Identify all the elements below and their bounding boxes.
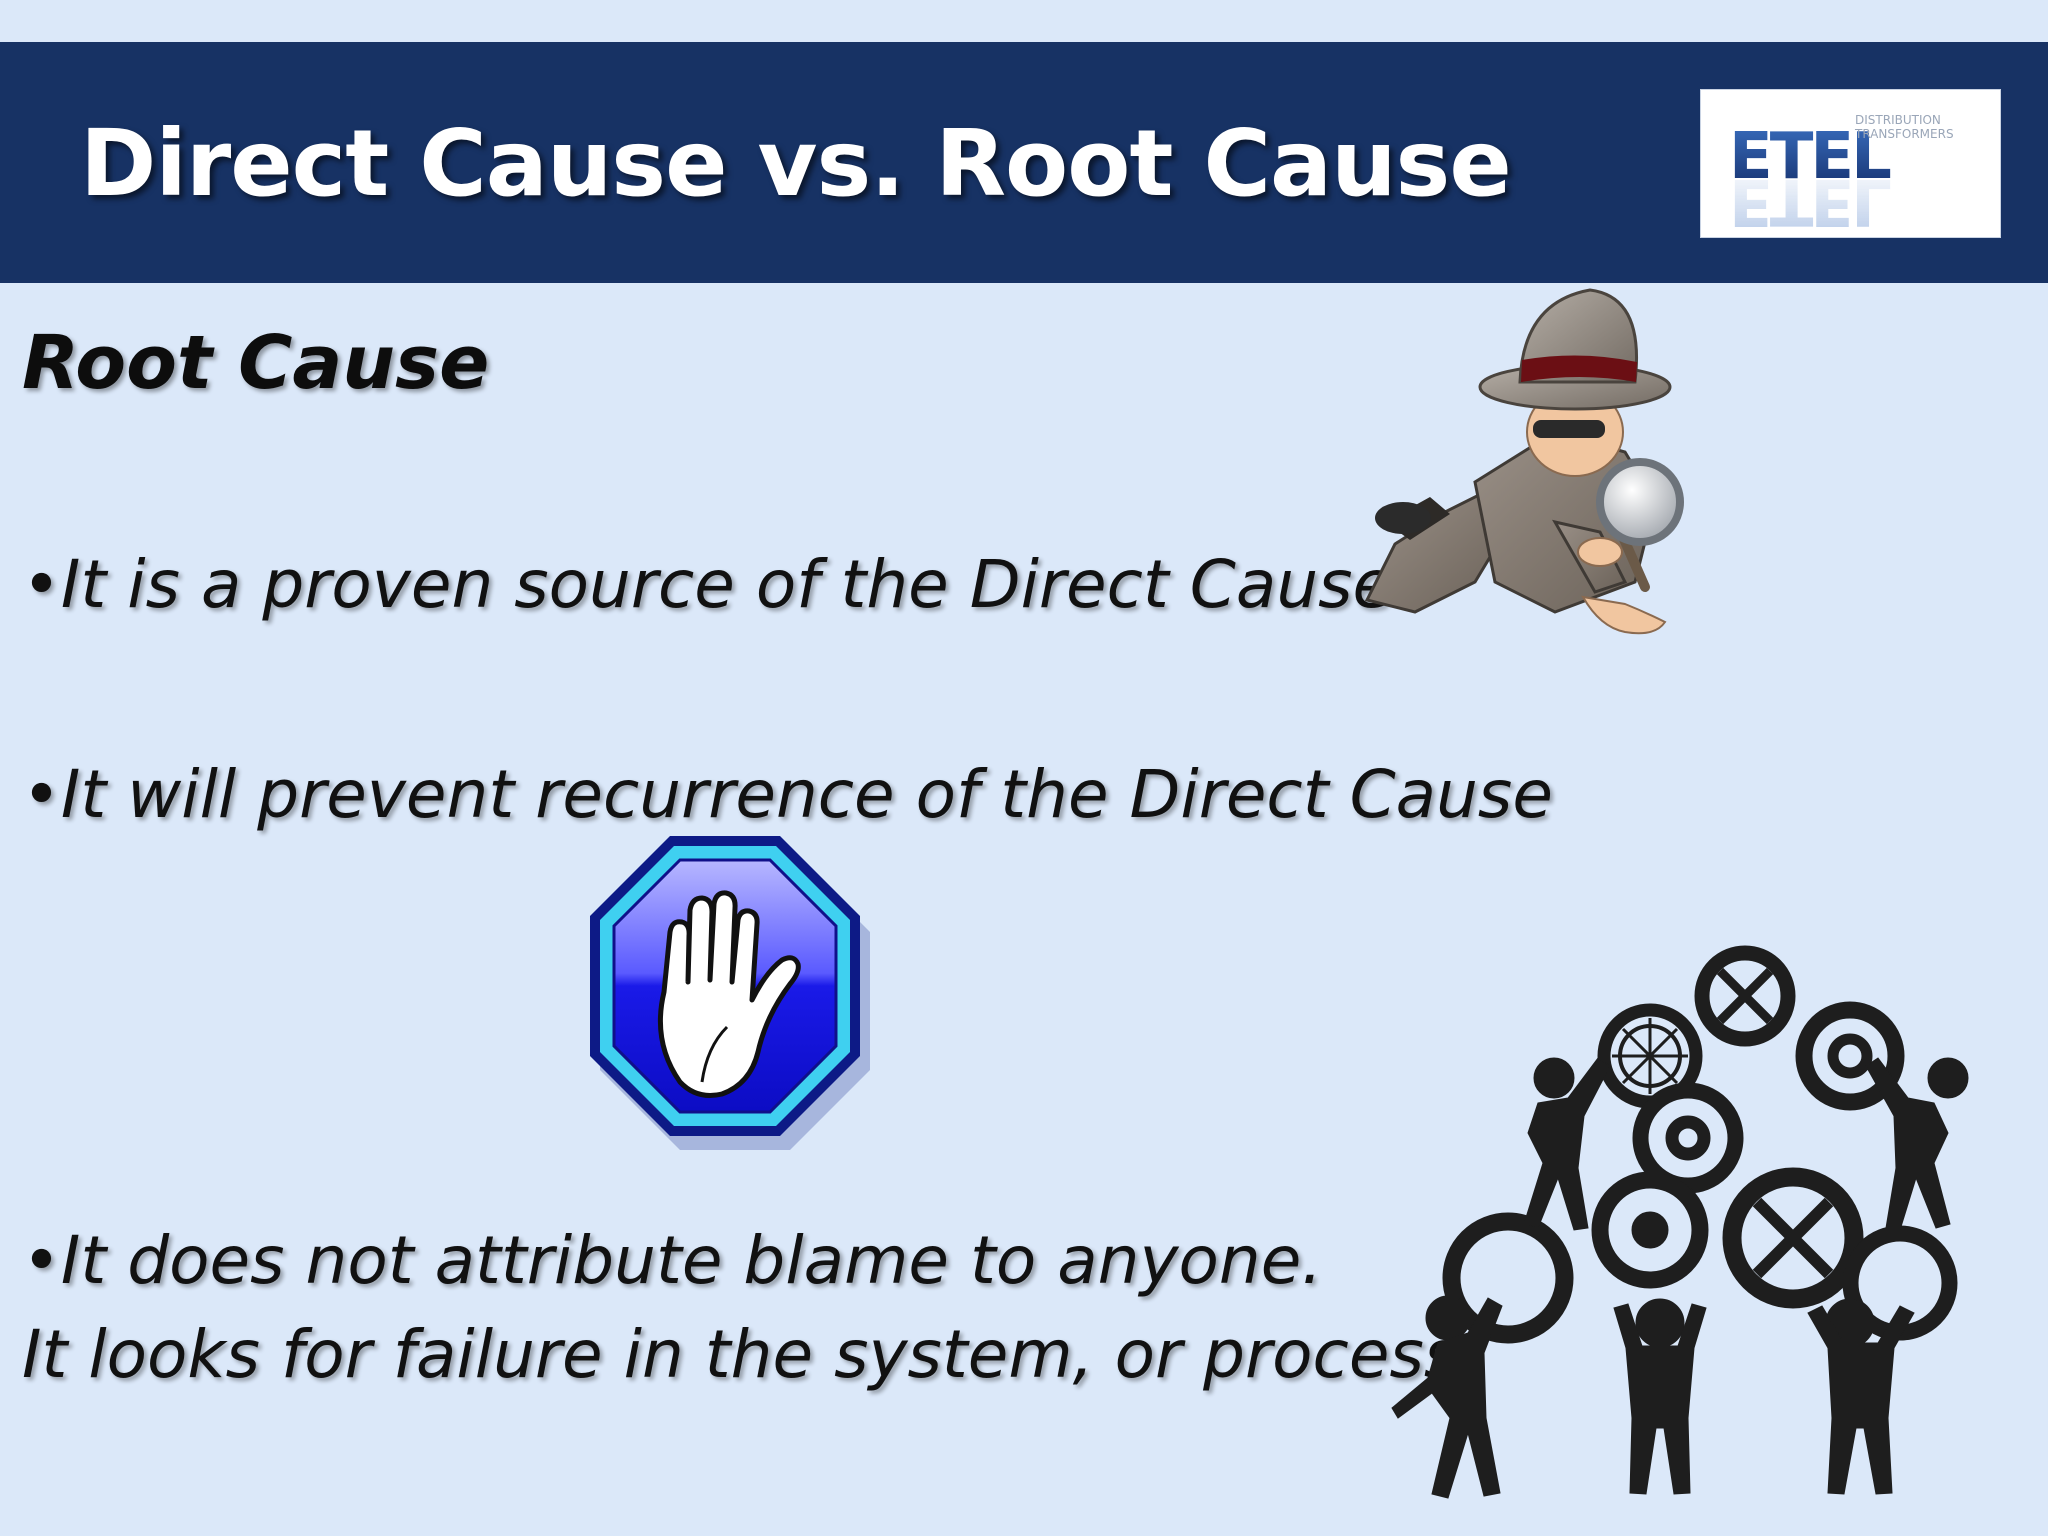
logo-tagline-1: DISTRIBUTION [1855,113,1941,127]
stop-hand-sign-icon [590,836,870,1150]
bullet-1: •It is a proven source of the Direct Cau… [22,546,1394,623]
logo-reflection: ETEL [1729,164,1891,237]
logo-wordmark: ETEL [1729,120,1891,194]
detective-with-magnifying-glass-icon [1364,288,1684,635]
bullet-2: •It will prevent recurrence of the Direc… [22,756,1553,833]
logo-tagline-2: TRANSFORMERS [1854,127,1954,141]
section-heading: Root Cause [22,320,490,406]
etel-logo: ETEL ETEL DISTRIBUTION TRANSFORMERS [1700,89,2001,238]
people-holding-gears-icon [1391,945,1969,1499]
bullet-3: •It does not attribute blame to anyone. [22,1222,1323,1299]
bullet-3-continuation: It looks for failure in the system, or p… [22,1316,1480,1393]
slide-title: Direct Cause vs. Root Cause [80,110,1512,217]
